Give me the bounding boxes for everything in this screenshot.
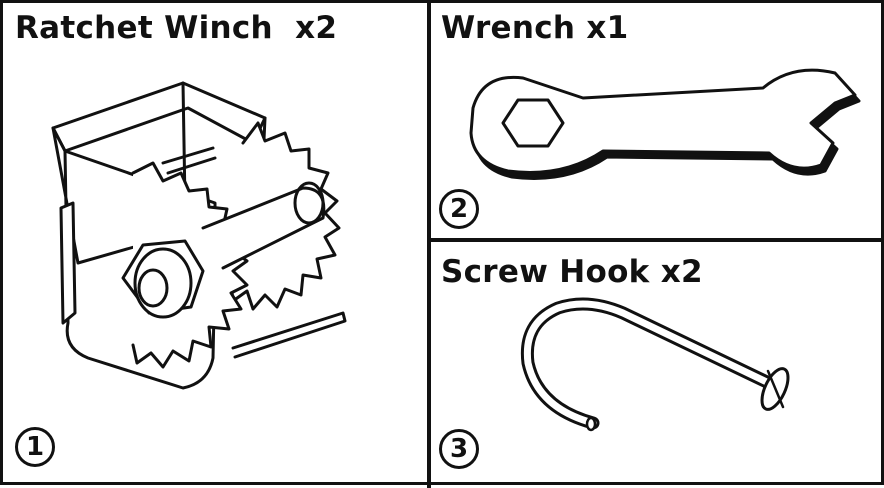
ratchet-winch-icon [51, 81, 347, 390]
vertical-divider [427, 3, 431, 488]
panel-1-title: Ratchet Winch x2 [15, 10, 338, 46]
panel-1-number-badge: 1 [15, 427, 55, 467]
screw-hook-icon [520, 297, 790, 432]
panel-3-title: Screw Hook x2 [441, 254, 703, 290]
panel-2-number-badge: 2 [439, 189, 479, 229]
panel-2-title: Wrench x1 [441, 10, 629, 46]
panel-3-number-badge: 3 [439, 429, 479, 469]
horizontal-divider [427, 238, 884, 242]
wrench-icon [469, 68, 861, 180]
